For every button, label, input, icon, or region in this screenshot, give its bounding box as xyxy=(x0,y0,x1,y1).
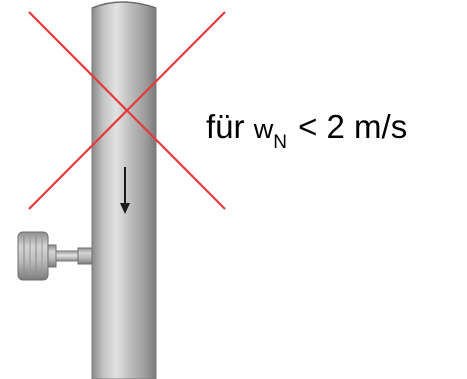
down-arrow-icon xyxy=(120,167,130,214)
caption-variable: w xyxy=(253,114,274,144)
velocity-condition-caption: für wN < 2 m/s xyxy=(206,108,408,152)
red-cross-icon xyxy=(28,11,226,210)
caption-subscript: N xyxy=(273,132,287,153)
clamp-on-sensor-icon xyxy=(17,231,93,281)
caption-prefix: für xyxy=(206,108,254,145)
caption-condition: < 2 m/s xyxy=(288,108,408,145)
